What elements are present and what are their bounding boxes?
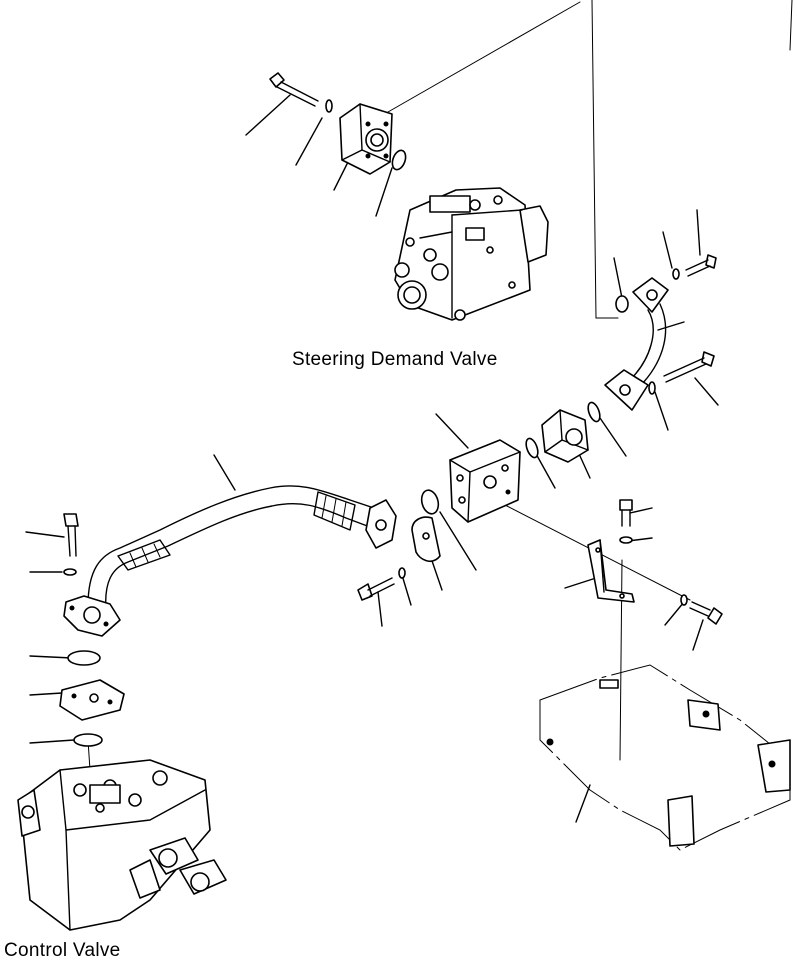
assembly-lines xyxy=(87,0,793,801)
right-bolt-upper xyxy=(685,254,717,277)
top-split-flange xyxy=(339,103,393,175)
hose-washer-center xyxy=(398,567,406,579)
o-ring-control-upper xyxy=(67,650,101,666)
l-bracket xyxy=(587,539,635,603)
bracket-bolt-side xyxy=(689,601,723,625)
right-bolt-lower xyxy=(663,351,715,383)
hose-bolt-left xyxy=(63,513,79,557)
manifold-set xyxy=(449,401,601,523)
top-flange-set xyxy=(269,72,407,175)
callout-leaders xyxy=(25,94,719,823)
bracket-washer-side xyxy=(680,594,688,606)
hose-fittings xyxy=(63,489,441,601)
control-valve-stack xyxy=(17,650,227,931)
top-washer xyxy=(325,99,333,113)
top-bolt xyxy=(269,72,319,107)
steering-demand-valve-label: Steering Demand Valve xyxy=(292,349,498,370)
bracket-washer-top xyxy=(619,536,633,544)
upper-right-tube-set xyxy=(604,254,717,411)
control-valve-plate xyxy=(59,679,125,721)
right-washer-upper xyxy=(672,268,680,280)
o-ring-manifold xyxy=(525,437,539,459)
hose-bolt-center xyxy=(357,577,395,601)
control-valve-label: Control Valve xyxy=(4,940,121,960)
steering-demand-valve-body xyxy=(394,187,549,321)
bracket-set xyxy=(587,499,723,625)
control-valve-body xyxy=(17,759,227,931)
half-flange-clamp xyxy=(411,516,441,563)
top-o-ring xyxy=(391,149,407,171)
o-ring-hose xyxy=(420,489,440,515)
manifold-block xyxy=(449,439,521,523)
hose-washer-left xyxy=(63,568,77,576)
frame-plate xyxy=(539,664,791,851)
adapter-block xyxy=(541,409,589,463)
right-washer-lower xyxy=(648,381,656,395)
right-o-ring-upper xyxy=(615,295,629,313)
bracket-bolt-top xyxy=(619,499,633,527)
hose-assembly xyxy=(63,485,397,637)
right-tube xyxy=(604,277,669,411)
o-ring-adapter xyxy=(587,401,601,423)
o-ring-control-lower xyxy=(73,733,103,747)
